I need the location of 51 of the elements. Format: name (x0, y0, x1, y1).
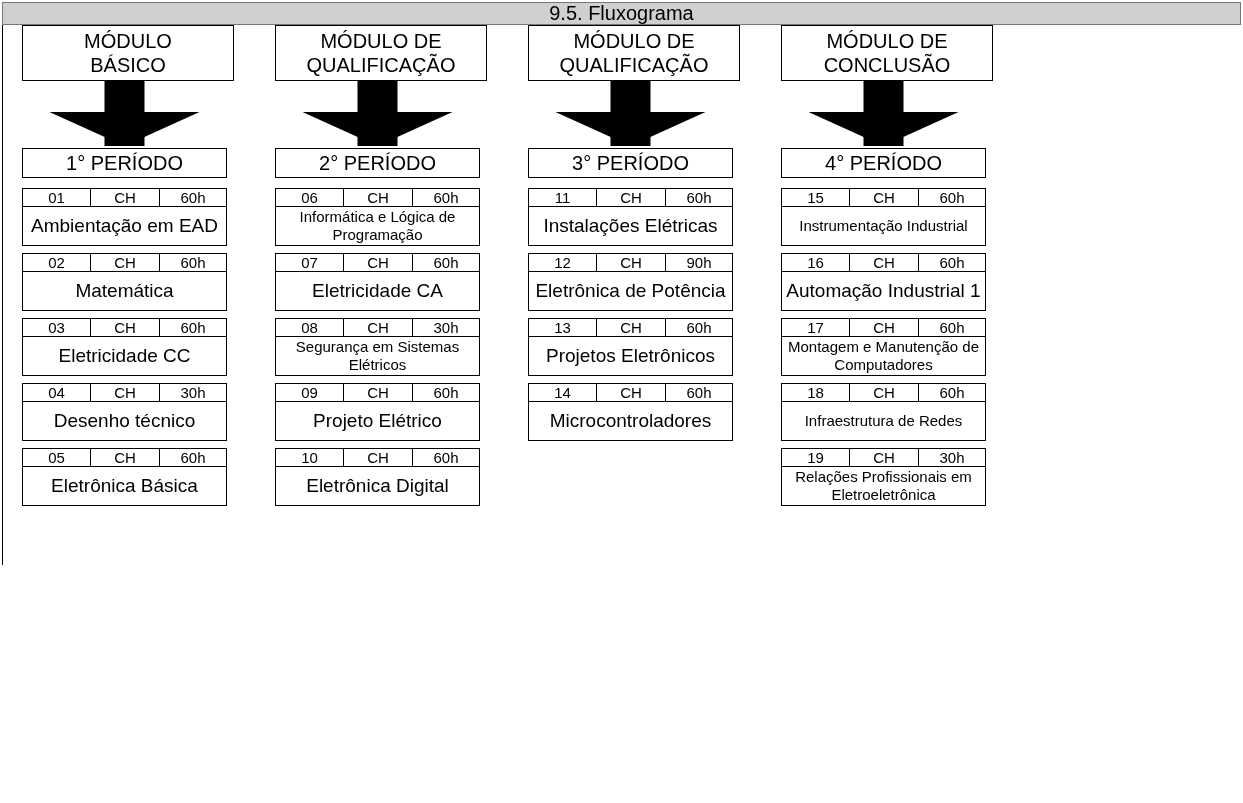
course-card (22, 383, 227, 441)
course-name: Segurança em Sistemas Elétricos (294, 339, 461, 373)
block-arrow (555, 81, 706, 146)
period-box: 3° PERÍODO (528, 148, 733, 178)
course-name: Montagem e Manutenção de Computadores (787, 339, 980, 373)
course-card (275, 318, 480, 376)
course-name: Instalações Elétricas (542, 214, 719, 238)
course-name: Matemática (74, 279, 175, 303)
course-name: Eletricidade CC (57, 344, 192, 368)
period-box: 4° PERÍODO (781, 148, 986, 178)
course-card (275, 188, 480, 246)
course-name: Eletrônica de Potência (534, 279, 727, 303)
course-name: Informática e Lógica de Programação (298, 209, 457, 243)
course-name: Eletrônica Digital (305, 474, 450, 498)
block-arrow (808, 81, 959, 146)
course-name: Eletrônica Básica (50, 474, 199, 498)
course-card (22, 253, 227, 311)
course-card (275, 448, 480, 506)
course-card (528, 383, 733, 441)
module-box: MÓDULO DE QUALIFICAÇÃO (528, 25, 740, 81)
block-arrow (49, 81, 200, 146)
course-card (528, 188, 733, 246)
course-card (275, 383, 480, 441)
course-card (22, 448, 227, 506)
course-card (528, 253, 733, 311)
course-name: Instrumentação Industrial (798, 216, 969, 236)
course-card (781, 253, 986, 311)
course-card (781, 448, 986, 506)
period-box: 1° PERÍODO (22, 148, 227, 178)
course-name: Microcontroladores (548, 409, 713, 433)
course-card (781, 188, 986, 246)
title-bar: 9.5. Fluxograma (2, 2, 1241, 25)
block-arrow (302, 81, 453, 146)
course-card (22, 188, 227, 246)
module-box: MÓDULO BÁSICO (22, 25, 234, 81)
course-name: Relações Profissionais em Eletroeletrônica (794, 469, 973, 503)
course-name: Desenho técnico (52, 409, 197, 433)
course-name: Eletricidade CA (311, 279, 444, 303)
module-box: MÓDULO DE QUALIFICAÇÃO (275, 25, 487, 81)
course-name: Ambientação em EAD (30, 214, 219, 238)
course-card (528, 318, 733, 376)
course-name: Projetos Eletrônicos (545, 344, 716, 368)
course-name: Infraestrutura de Redes (803, 411, 964, 431)
module-box: MÓDULO DE CONCLUSÃO (781, 25, 993, 81)
course-card (275, 253, 480, 311)
period-box: 2° PERÍODO (275, 148, 480, 178)
course-card (22, 318, 227, 376)
course-card (781, 318, 986, 376)
course-card (781, 383, 986, 441)
course-name: Projeto Elétrico (312, 409, 443, 433)
course-name: Automação Industrial 1 (786, 279, 981, 303)
